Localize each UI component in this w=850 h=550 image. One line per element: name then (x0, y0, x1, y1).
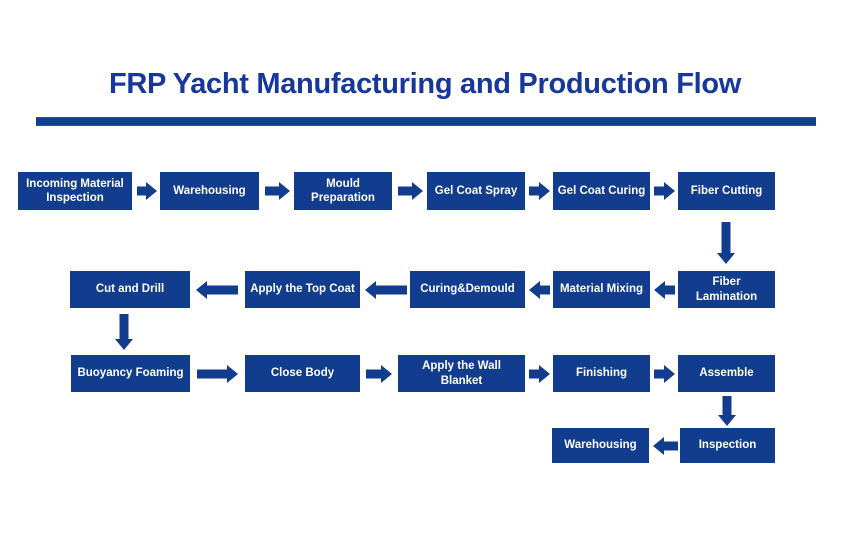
arrow-curing-to-topcoat-icon (365, 281, 407, 299)
arrow-wallblanket-to-finishing-icon (529, 365, 550, 383)
page-title: FRP Yacht Manufacturing and Production F… (108, 68, 742, 100)
arrow-head (664, 182, 675, 200)
flow-node-fiber-cutting[interactable]: Fiber Cutting (678, 172, 775, 210)
arrow-shaft (137, 186, 146, 196)
arrow-head (381, 365, 392, 383)
arrow-head (365, 281, 376, 299)
flow-node-material-mixing[interactable]: Material Mixing (553, 271, 650, 308)
flow-node-apply-the-wall-blanket[interactable]: Apply the Wall Blanket (398, 355, 525, 392)
arrow-head (717, 253, 735, 264)
flow-node-warehousing-2[interactable]: Warehousing (552, 428, 649, 463)
arrow-head (718, 415, 736, 426)
arrow-fiberlamination-to-materialmixing-icon (654, 281, 675, 299)
flow-node-close-body[interactable]: Close Body (245, 355, 360, 392)
flow-node-label: Apply the Top Coat (250, 283, 355, 296)
arrow-shaft (398, 186, 412, 196)
flow-node-label: Warehousing (173, 184, 246, 197)
arrow-shaft (665, 285, 675, 295)
arrow-closebody-to-wallblanket-icon (366, 365, 392, 383)
flow-node-warehousing-1[interactable]: Warehousing (160, 172, 259, 210)
arrow-assemble-to-inspection-icon (715, 396, 739, 426)
arrow-finishing-to-assemble-icon (654, 365, 675, 383)
arrow-head (227, 365, 238, 383)
arrow-head (196, 281, 207, 299)
arrow-shaft (376, 285, 407, 295)
arrow-shaft (529, 186, 539, 196)
arrow-head (664, 365, 675, 383)
arrow-head (279, 182, 290, 200)
arrow-fibercutting-to-fiberlamination-icon (714, 222, 738, 264)
flow-node-inspection[interactable]: Inspection (680, 428, 775, 463)
flow-node-fiber-lamination[interactable]: Fiber Lamination (678, 271, 775, 308)
arrow-shaft (366, 369, 381, 379)
flow-node-buoyancy-foaming[interactable]: Buoyancy Foaming (71, 355, 190, 392)
arrow-shaft (529, 369, 539, 379)
arrow-gelcoatcuring-to-fibercutting-icon (654, 182, 675, 200)
flow-node-curing-and-demould[interactable]: Curing&Demould (410, 271, 525, 308)
flow-node-label: Cut and Drill (95, 283, 165, 296)
flow-node-gel-coat-spray[interactable]: Gel Coat Spray (427, 172, 525, 210)
arrow-shaft (540, 285, 550, 295)
arrow-materialmixing-to-curing-icon (529, 281, 550, 299)
arrow-shaft (722, 396, 732, 415)
flow-node-gel-coat-curing[interactable]: Gel Coat Curing (553, 172, 650, 210)
arrow-shaft (119, 314, 129, 339)
flow-node-label: Warehousing (564, 439, 637, 452)
arrow-warehousing-to-mould-icon (265, 182, 290, 200)
flow-node-label: Incoming Material Inspection (26, 177, 124, 204)
flow-node-label: Gel Coat Curing (557, 184, 646, 197)
arrow-head (539, 365, 550, 383)
flow-node-label: Close Body (270, 367, 335, 380)
arrow-buoyancyfoaming-to-closebody-icon (197, 365, 238, 383)
flow-node-label: Material Mixing (559, 283, 644, 296)
flow-node-label: Apply the Wall Blanket (422, 360, 501, 387)
flow-node-label: Mould Preparation (311, 177, 375, 204)
title-divider-rule (36, 117, 816, 126)
flow-node-label: Buoyancy Foaming (77, 367, 184, 380)
flow-node-label: Inspection (698, 439, 757, 452)
flow-node-label: Fiber Lamination (695, 276, 758, 303)
arrow-shaft (721, 222, 731, 253)
arrow-gelcoatspray-to-gelcoatcuring-icon (529, 182, 550, 200)
flow-node-finishing[interactable]: Finishing (553, 355, 650, 392)
flow-node-label: Fiber Cutting (690, 184, 763, 197)
arrow-shaft (207, 285, 238, 295)
flow-node-assemble[interactable]: Assemble (678, 355, 775, 392)
arrow-shaft (654, 186, 664, 196)
arrow-shaft (265, 186, 279, 196)
arrow-incoming-to-warehousing-icon (137, 182, 157, 200)
arrow-head (412, 182, 423, 200)
flow-node-incoming-material-inspection[interactable]: Incoming Material Inspection (18, 172, 132, 210)
arrow-cutanddrill-to-buoyancyfoaming-icon (112, 314, 136, 350)
flow-node-label: Gel Coat Spray (434, 184, 518, 197)
arrow-mould-to-gelcoatspray-icon (398, 182, 423, 200)
arrow-shaft (654, 369, 664, 379)
arrow-topcoat-to-cutanddrill-icon (196, 281, 238, 299)
flow-node-label: Curing&Demould (420, 283, 515, 296)
arrow-head (115, 339, 133, 350)
arrow-head (529, 281, 540, 299)
flow-node-label: Finishing (575, 367, 628, 380)
arrow-inspection-to-warehousing-icon (653, 437, 678, 455)
flow-node-label: Assemble (699, 367, 754, 380)
arrow-head (146, 182, 157, 200)
flow-node-apply-the-top-coat[interactable]: Apply the Top Coat (245, 271, 360, 308)
flow-node-cut-and-drill[interactable]: Cut and Drill (70, 271, 190, 308)
flow-node-mould-preparation[interactable]: Mould Preparation (294, 172, 392, 210)
arrow-shaft (664, 441, 678, 451)
arrow-head (539, 182, 550, 200)
arrow-head (654, 281, 665, 299)
arrow-shaft (197, 369, 227, 379)
arrow-head (653, 437, 664, 455)
